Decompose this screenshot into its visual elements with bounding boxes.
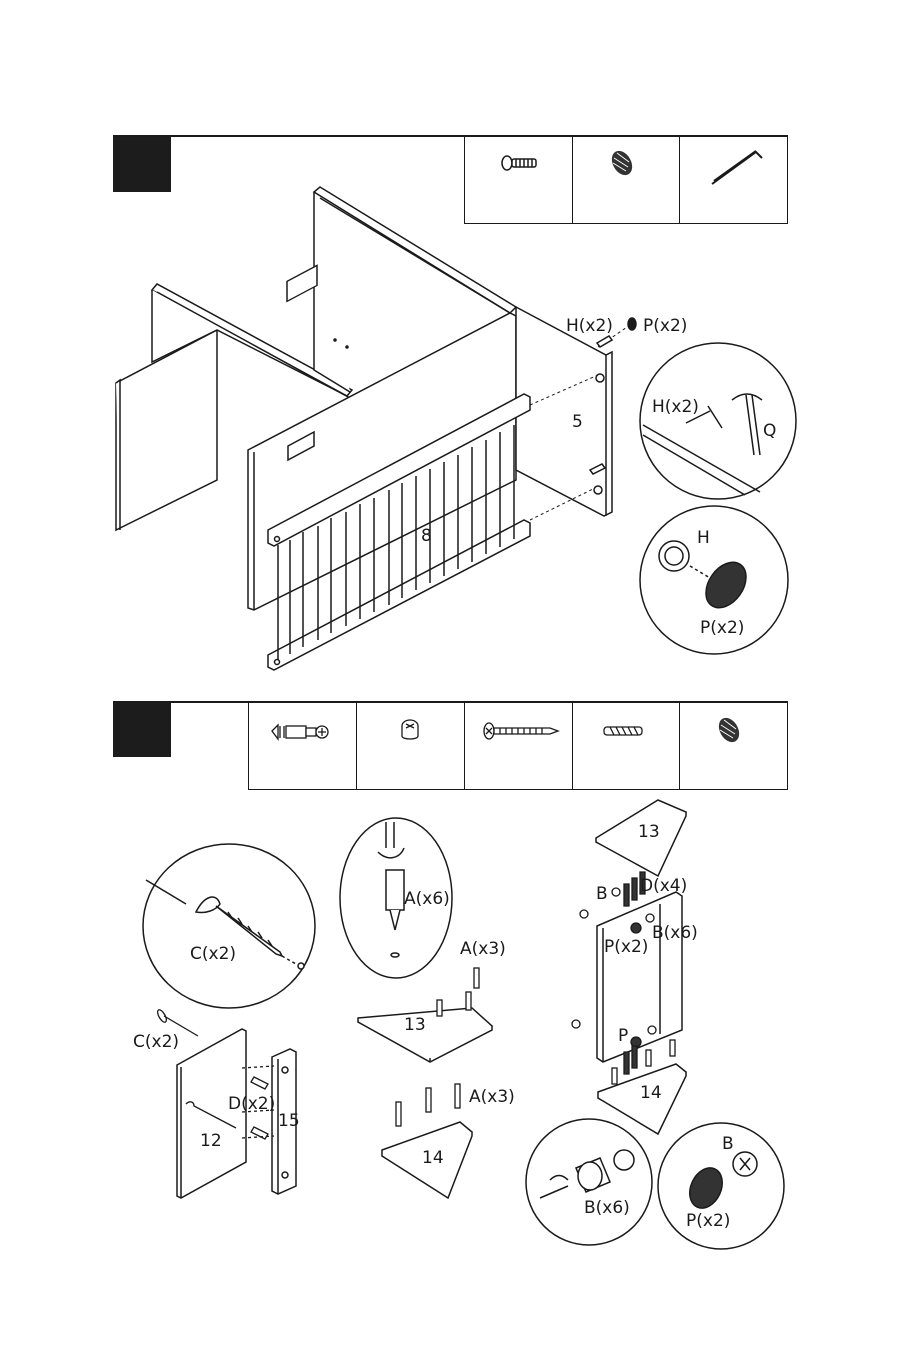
label-panel-13-right: 13 bbox=[638, 824, 660, 841]
bolts-a-bottom bbox=[396, 1084, 460, 1126]
label-b-top: B bbox=[596, 886, 608, 903]
cap-icon bbox=[715, 714, 744, 746]
label-b-x6-detail: B(x6) bbox=[584, 1200, 630, 1217]
detail-circle-cam bbox=[526, 1119, 652, 1245]
label-panel-15: 15 bbox=[278, 1113, 300, 1130]
label-panel-14-right: 14 bbox=[640, 1085, 662, 1102]
wood-screw-icon bbox=[484, 723, 558, 739]
label-panel-14-left: 14 bbox=[422, 1150, 444, 1167]
label-b-detail: B bbox=[722, 1136, 734, 1153]
label-a-x3-bottom: A(x3) bbox=[469, 1089, 515, 1106]
label-d-x4: D(x4) bbox=[640, 878, 687, 895]
label-p-x2-detail: P(x2) bbox=[686, 1213, 730, 1230]
dowel-icon bbox=[604, 727, 642, 735]
label-panel-12: 12 bbox=[200, 1133, 222, 1150]
detail-circle-screw bbox=[143, 844, 315, 1008]
label-a-x3-top: A(x3) bbox=[460, 941, 506, 958]
label-panel-13-left: 13 bbox=[404, 1017, 426, 1034]
label-b-x6-right: B(x6) bbox=[652, 925, 698, 942]
label-a-x6: A(x6) bbox=[404, 891, 450, 908]
label-d-x2: D(x2) bbox=[228, 1096, 275, 1113]
cam-lock-icon bbox=[402, 720, 418, 739]
label-p-x2-mid: P(x2) bbox=[604, 939, 648, 956]
cam-bolt-icon bbox=[272, 725, 328, 739]
label-c-x2: C(x2) bbox=[133, 1034, 179, 1051]
label-p-mid: P bbox=[618, 1028, 628, 1045]
side-panel-right bbox=[597, 892, 682, 1062]
label-c-x2-zoom: C(x2) bbox=[190, 946, 236, 963]
